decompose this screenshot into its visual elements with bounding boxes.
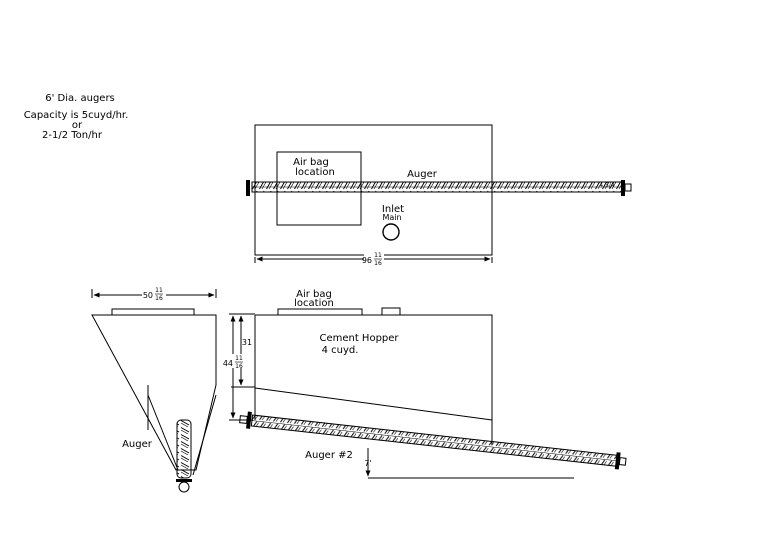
side-auger [239,411,627,470]
top-auger-right-flange [621,180,625,196]
rise-dim-label: 7' [364,459,371,468]
height-total-whole: 44 [223,359,233,368]
end-air-bag-pad [111,308,195,316]
end-hopper-inner-left [147,394,179,471]
note-line-4: 2-1/2 Ton/hr [42,130,103,141]
side-hopper-outline [255,314,493,445]
top-air-bag-label-1: Air bag [293,157,329,168]
inlet-circle [382,223,400,241]
end-width-whole: 50 [143,291,153,300]
side-air-bag-label-1: Air bag [296,289,332,300]
side-auger-left-flange [246,411,252,429]
rise-dimension: 7' [364,448,574,479]
top-auger-label: Auger [407,169,438,180]
top-width-num: 11 [374,252,382,259]
side-auger-left-stub [239,415,248,424]
height-dimensions: 31 44 11 16 [221,313,255,421]
inlet-label-2: Main [382,213,401,222]
top-air-bag-label-2: location [295,167,335,178]
hopper-label-2: 4 cuyd. [322,345,359,356]
note-line-3: or [72,120,83,131]
end-auger-tube [176,419,192,479]
top-auger-end-dim: 4 3/4 [599,182,615,189]
side-auger-right-stub [618,457,627,466]
inlet-label-1: Inlet [382,204,404,215]
end-width-dimension: 50 11 16 [91,287,217,302]
note-line-2: Capacity is 5cuyd/hr. [24,110,129,121]
height-total-den: 16 [235,363,243,370]
capacity-notes: 6' Dia. augers Capacity is 5cuyd/hr. or … [24,93,129,141]
side-inlet-stub [381,307,401,316]
top-auger: 4 3/4 [246,180,632,196]
note-line-1: 6' Dia. augers [45,93,115,104]
end-hopper-inner-right [192,394,217,476]
top-view: Air bag location Auger 4 3/4 Inlet Main … [246,124,632,267]
end-width-num: 11 [155,287,163,294]
height-upper: 31 [242,338,252,347]
side-hopper-floor [254,387,493,421]
end-auger-label: Auger [122,439,153,450]
top-width-den: 16 [374,260,382,267]
top-width-dimension: 96 11 16 [254,252,493,267]
side-auger-right-flange [614,452,621,470]
end-view: 50 11 16 Auger [91,287,217,493]
top-width-whole: 96 [362,256,372,265]
side-air-bag-label-2: location [294,298,334,309]
side-air-bag-pad [277,308,363,316]
height-total-num: 11 [235,355,243,362]
end-auger-flange [176,479,192,482]
top-auger-left-flange [246,180,250,196]
side-auger-label: Auger #2 [305,450,353,461]
hopper-label-1: Cement Hopper [319,333,399,344]
end-auger-shaft [178,481,190,493]
top-auger-shaft-stub [624,183,632,192]
end-width-den: 16 [155,295,163,302]
side-view: Air bag location Cement Hopper 4 cuyd. 3… [221,289,627,479]
end-hopper-outline [91,314,217,471]
